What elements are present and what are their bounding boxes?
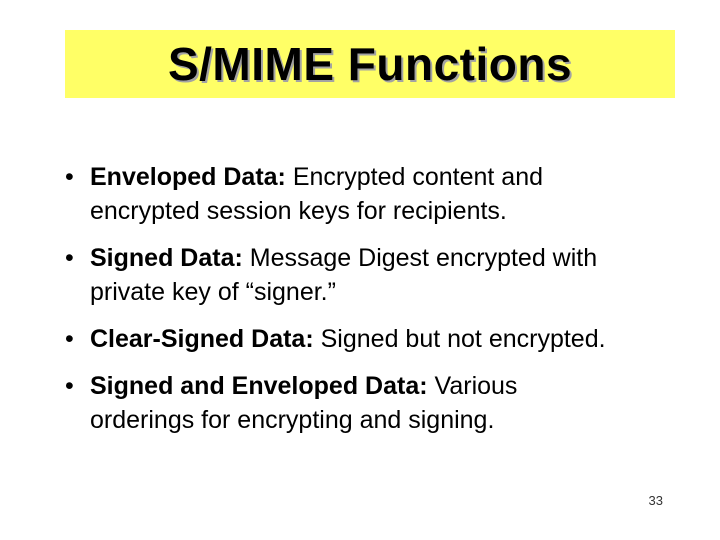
bullet-line: Enveloped Data: Encrypted content and [90, 160, 675, 194]
bullet-label: Enveloped Data: [90, 163, 286, 191]
bullet-line: Signed Data: Message Digest encrypted wi… [90, 241, 675, 275]
bullet-line: orderings for encrypting and signing. [90, 406, 495, 434]
title-banner: S/MIME Functions [65, 30, 675, 98]
bullet-marker: • [65, 325, 74, 353]
bullet-line1-text: Encrypted content and [292, 163, 543, 191]
bullet-line: Clear-Signed Data: Signed but not encryp… [90, 322, 675, 356]
bullet-marker: • [65, 244, 74, 272]
bullet-line: Signed and Enveloped Data: Various [90, 369, 675, 403]
bullet-label: Signed and Enveloped Data: [90, 372, 428, 400]
bullet-line1-text: Various [434, 372, 518, 400]
bullet-label: Signed Data: [90, 244, 243, 272]
bullet-text: Enveloped Data: Encrypted content and en… [90, 160, 675, 228]
slide-title: S/MIME Functions [167, 38, 573, 90]
bullet-list: • Enveloped Data: Encrypted content and … [65, 160, 675, 450]
bullet-line1-text: Signed but not encrypted. [320, 325, 606, 353]
bullet-label: Clear-Signed Data: [90, 325, 314, 353]
bullet-item-clear-signed-data: • Clear-Signed Data: Signed but not encr… [65, 322, 675, 356]
bullet-text: Clear-Signed Data: Signed but not encryp… [90, 322, 675, 356]
bullet-item-signed-and-enveloped-data: • Signed and Enveloped Data: Various ord… [65, 369, 675, 437]
bullet-marker: • [65, 163, 74, 191]
bullet-line: private key of “signer.” [90, 278, 336, 306]
bullet-item-enveloped-data: • Enveloped Data: Encrypted content and … [65, 160, 675, 228]
bullet-text: Signed and Enveloped Data: Various order… [90, 369, 675, 437]
page-number: 33 [648, 493, 663, 508]
bullet-text: Signed Data: Message Digest encrypted wi… [90, 241, 675, 309]
bullet-marker: • [65, 372, 74, 400]
bullet-item-signed-data: • Signed Data: Message Digest encrypted … [65, 241, 675, 309]
bullet-line: encrypted session keys for recipients. [90, 197, 507, 225]
bullet-line1-text: Message Digest encrypted with [249, 244, 598, 272]
